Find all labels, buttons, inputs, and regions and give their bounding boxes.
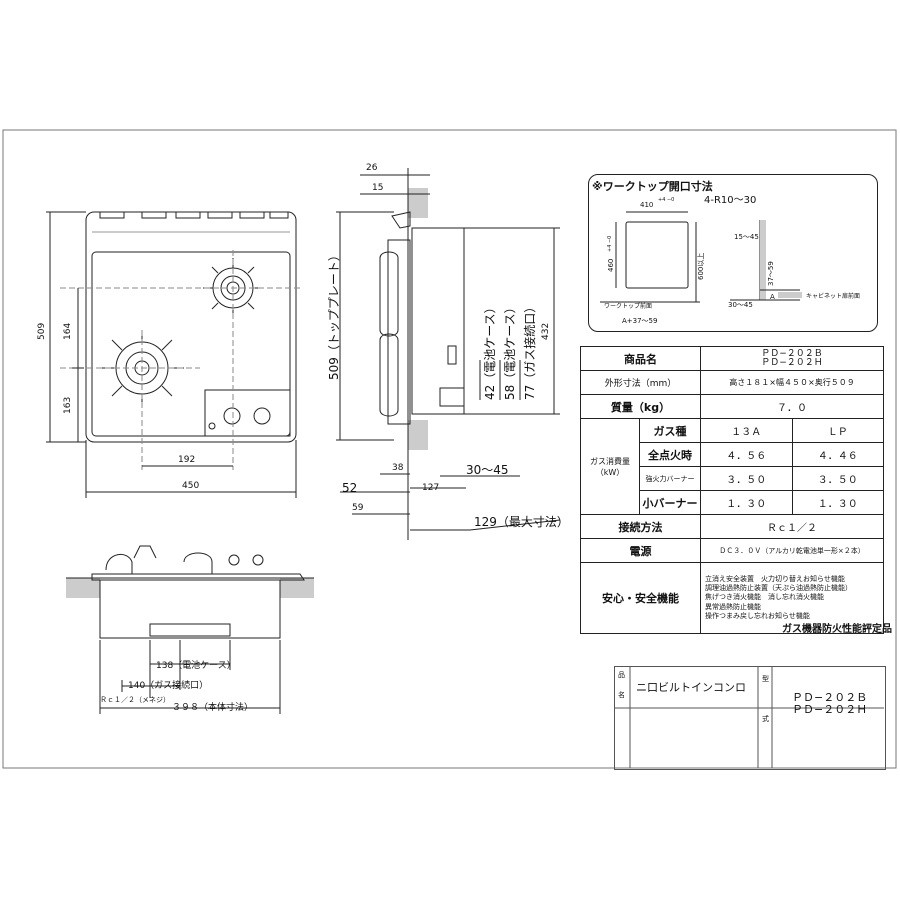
small-lp: １．３０	[791, 490, 884, 515]
size-label: 外形寸法（mm）	[580, 370, 701, 395]
gas-13a: １３Ａ	[700, 418, 793, 443]
dim-38: 38	[392, 463, 404, 473]
sheet-border	[2, 129, 897, 769]
dim-depth: 432	[541, 322, 551, 340]
dim-total-height: 509	[37, 322, 47, 340]
strong-lp: ３．５０	[791, 466, 884, 491]
product-label: 商品名	[580, 346, 701, 371]
worktop-frame	[588, 174, 878, 332]
dim-battery: 42（電池ケース）	[483, 301, 497, 400]
dim-gas: 77（ガス接続口）	[523, 300, 537, 400]
dim-width: 450	[182, 481, 200, 491]
tb-model-label2: 式	[762, 715, 769, 723]
dim-body: ３９８（本体寸法）	[172, 703, 254, 713]
small-13a: １．３０	[700, 490, 793, 515]
tb-model-value2: ＰＤ−２０２Ｈ	[792, 703, 868, 716]
worktop-radius: 4-R10〜30	[704, 195, 757, 206]
worktop-detail	[600, 211, 802, 303]
worktop-a-label: A+37〜59	[622, 317, 658, 325]
size-value: 高さ１８１×幅４５０×奥行５０９	[700, 370, 884, 395]
conn-value: Ｒｃ１／２	[700, 514, 884, 539]
dim-step: 15	[372, 183, 384, 193]
tb-model-label1: 型	[762, 675, 769, 683]
worktop-side1: 15〜45	[734, 233, 759, 241]
dim-lower-burner: 163	[63, 396, 73, 414]
safety-label: 安心・安全機能	[580, 562, 701, 634]
worktop-cabinet-label: キャビネット扉前面	[806, 293, 861, 300]
title-block-lines	[614, 666, 884, 768]
tb-name-label2: 名	[618, 691, 625, 699]
front-view	[46, 211, 300, 498]
gas-label: ガス消費量 （kW）	[580, 418, 640, 515]
worktop-title: ※ワークトップ開口寸法	[592, 180, 713, 193]
full-lp: ４．４６	[791, 442, 884, 467]
safety-list: 立消え安全装置 火力切り替えお知らせ機能 調理油過熱防止装置（天ぷら油過熱防止機…	[700, 562, 884, 634]
worktop-height: 460	[607, 258, 615, 272]
dim-127: 127	[422, 483, 440, 493]
dim-top: 26	[366, 163, 378, 173]
weight-value: ７．０	[700, 394, 884, 419]
worktop-side3: 30〜45	[728, 301, 753, 309]
worktop-a-mark: A	[770, 293, 775, 301]
worktop-height-tol: +4 −0	[607, 235, 613, 252]
dim-max: 129（最大寸法）	[474, 515, 569, 529]
dim-gas-port: 140（ガス接続口）	[128, 681, 209, 691]
strong-13a: ３．５０	[700, 466, 793, 491]
dim-range: 30〜45	[466, 463, 509, 477]
dim-burner-offset: 192	[178, 455, 196, 465]
title-block	[614, 666, 886, 770]
conn-label: 接続方法	[580, 514, 701, 539]
dim-59: 59	[352, 503, 364, 513]
full-13a: ４．５６	[700, 442, 793, 467]
power-label: 電源	[580, 538, 701, 563]
worktop-width-tol: +4 −0	[658, 197, 675, 203]
tb-name-label1: 品	[618, 671, 625, 679]
dim-52: 52	[342, 481, 358, 495]
strong-label: 強火力バーナー	[639, 466, 701, 491]
tb-name-value: ニ口ビルトインコンロ	[636, 681, 746, 694]
full-label: 全点火時	[639, 442, 701, 467]
worktop-side2: 37〜59	[767, 261, 775, 286]
bottom-view	[66, 545, 314, 714]
worktop-width: 410	[640, 201, 654, 209]
side-view	[336, 168, 561, 540]
dim-battery2: 58（電池ケース）	[503, 301, 517, 400]
weight-label: 質量（kg）	[580, 394, 701, 419]
dim-top-plate: 509（トッププレート）	[327, 249, 341, 380]
gas-type-label: ガス種	[639, 418, 701, 443]
small-label: 小バーナー	[639, 490, 701, 515]
worktop-min-depth: 600以上	[697, 252, 705, 280]
dim-thread: Ｒｃ１／２（メネジ）	[100, 696, 170, 704]
dim-battery-case: 138（電池ケース）	[156, 661, 236, 671]
power-value: ＤＣ３．０Ｖ（アルカリ乾電池単一形×２本）	[700, 538, 884, 563]
fire-rating-note: ガス機器防火性能評定品	[782, 624, 892, 635]
tb-model-value1: ＰＤ−２０２Ｂ	[792, 691, 868, 704]
worktop-front-label: ワークトップ前面	[604, 303, 653, 310]
dim-upper-burner: 164	[63, 322, 73, 340]
gas-lp: ＬＰ	[791, 418, 884, 443]
